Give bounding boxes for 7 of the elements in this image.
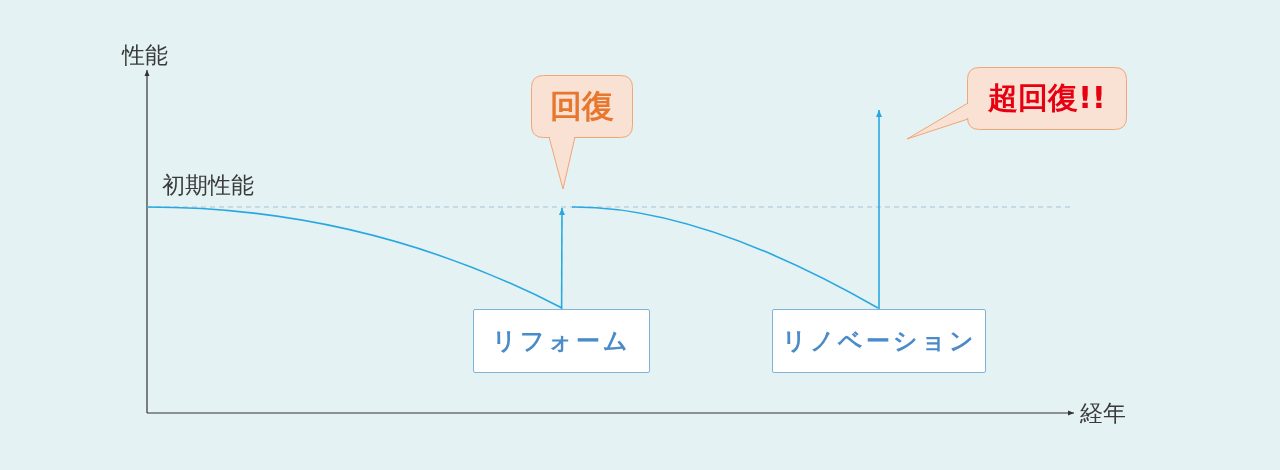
arrow: [876, 109, 882, 310]
axis-label: 初期性能: [162, 174, 254, 197]
axis-label: 経年: [1080, 402, 1126, 425]
arrow: [558, 207, 565, 310]
axis-label: 性能: [122, 44, 168, 67]
process-box: リノベーション: [772, 309, 986, 373]
process-box: リフォーム: [473, 309, 650, 373]
